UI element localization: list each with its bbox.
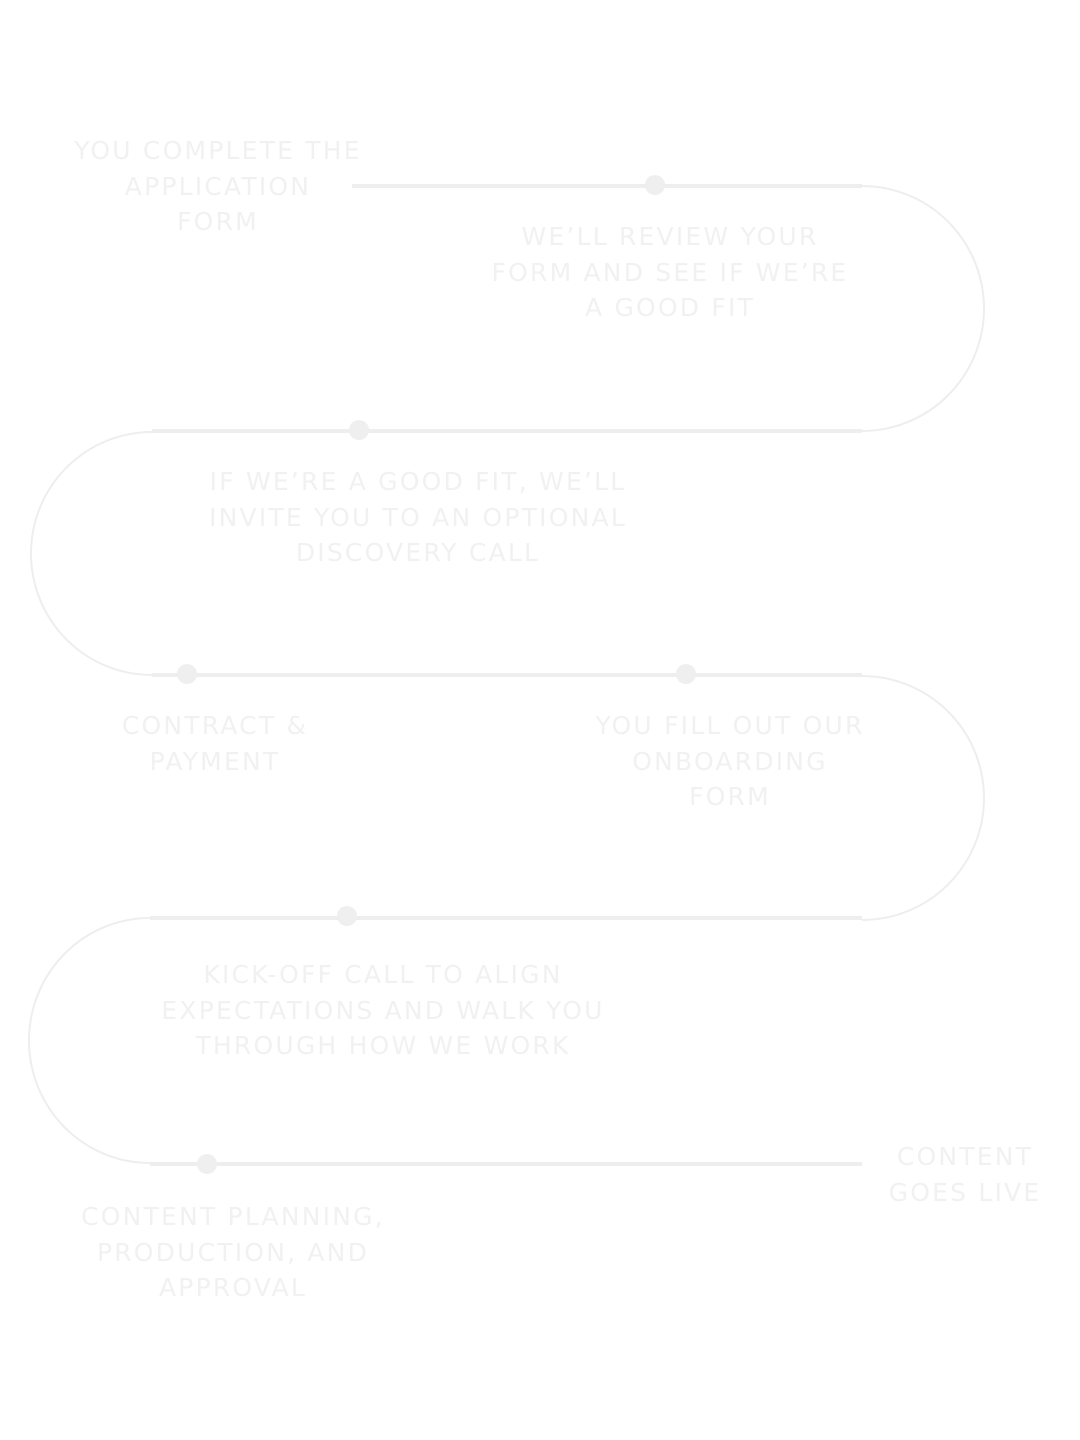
step-node-5 <box>676 664 696 684</box>
step-node-4 <box>177 664 197 684</box>
step-node-7 <box>197 1154 217 1174</box>
step-6-label: KICK-OFF CALL TO ALIGN EXPECTATIONS AND … <box>161 960 605 1060</box>
path-arc-right-2 <box>861 675 985 921</box>
step-node-6 <box>337 906 357 926</box>
serpentine-path <box>28 184 985 1166</box>
step-3-label: IF WE’RE A GOOD FIT, WE’LL INVITE YOU TO… <box>209 467 627 567</box>
step-1-label: YOU COMPLETE THE APPLICATION FORM <box>74 136 362 236</box>
step-node-2 <box>645 175 665 195</box>
step-8-label: CONTENT GOES LIVE <box>888 1142 1042 1207</box>
step-2-label: WE’LL REVIEW YOUR FORM AND SEE IF WE’RE … <box>491 222 849 322</box>
step-4-label: CONTRACT & PAYMENT <box>121 711 309 776</box>
path-arc-left-1 <box>30 431 153 676</box>
step-nodes <box>177 175 696 1174</box>
step-5-label: YOU FILL OUT OUR ONBOARDING FORM <box>595 711 865 811</box>
path-arc-right-1 <box>861 185 985 432</box>
path-arc-left-2 <box>28 917 151 1164</box>
step-node-3 <box>349 420 369 440</box>
step-7-label: CONTENT PLANNING, PRODUCTION, AND APPROV… <box>81 1202 385 1302</box>
